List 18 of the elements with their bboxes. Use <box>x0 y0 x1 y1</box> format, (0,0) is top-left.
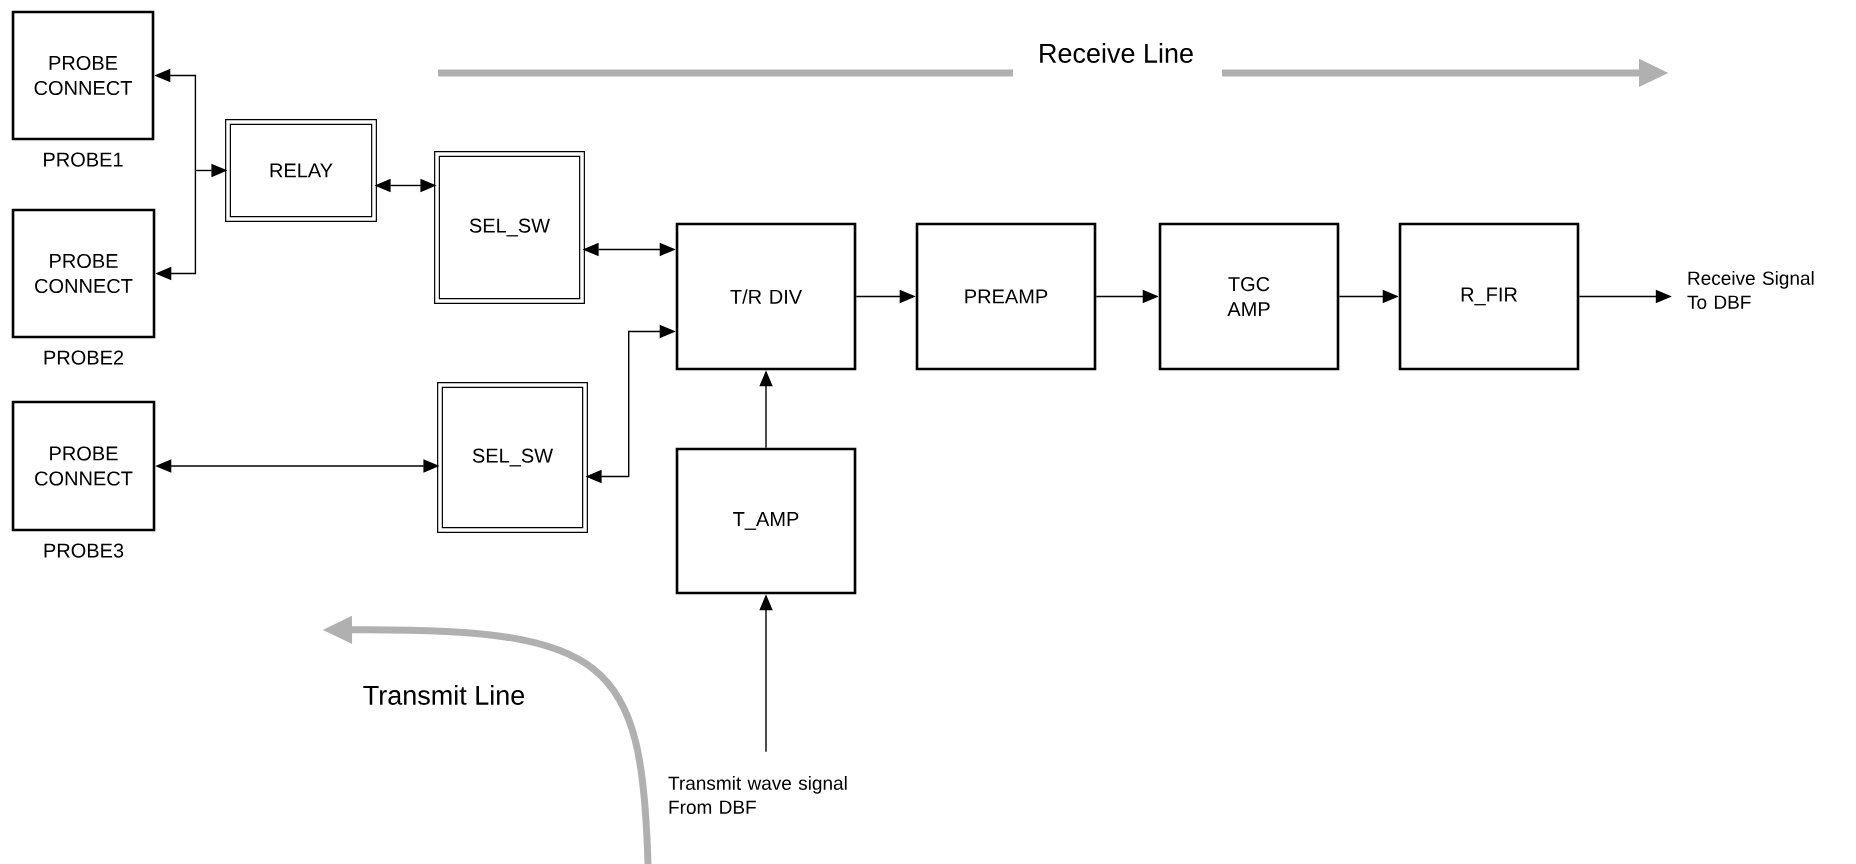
block-box: PROBE CONNECT <box>11 10 155 141</box>
arrow-label: Transmit Line <box>363 685 525 705</box>
block-box: PROBE CONNECT <box>11 208 156 339</box>
block-box: TGC AMP <box>1158 222 1340 371</box>
probe-label: PROBE3 <box>44 543 124 558</box>
block-box: R_FIR <box>1398 222 1580 371</box>
block-box: PROBE CONNECT <box>11 400 156 532</box>
block-box: T_AMP <box>675 447 857 595</box>
text-label: Transmit wave signal From DBF <box>668 776 847 814</box>
probe-label: PROBE1 <box>44 152 123 167</box>
double-bordered-box: RELAY <box>225 119 377 222</box>
arrow-label: Receive Line <box>1040 43 1193 63</box>
double-bordered-box: SEL_SW <box>437 382 588 533</box>
block-box: PREAMP <box>915 222 1097 371</box>
probe-label: PROBE2 <box>44 350 124 365</box>
text-label: Receive Signal To DBF <box>1687 271 1814 309</box>
block-box: T/R DIV <box>675 222 857 371</box>
double-bordered-box: SEL_SW <box>434 151 585 304</box>
